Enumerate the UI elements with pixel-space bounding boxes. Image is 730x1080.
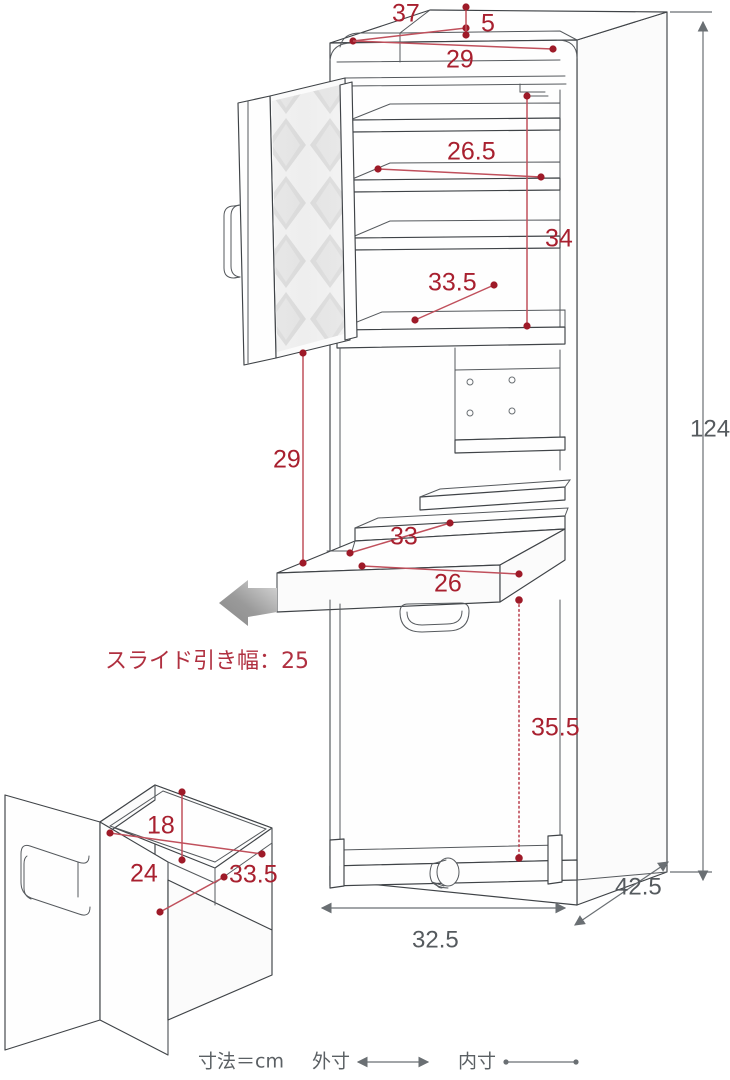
dim-33-5-upper: 33.5 bbox=[411, 269, 498, 324]
slide-direction-arrow bbox=[219, 580, 277, 626]
dim-32-5: 32.5 bbox=[320, 902, 567, 953]
dim-label-33: 33 bbox=[390, 523, 418, 551]
dim-29-door: 29 bbox=[273, 349, 307, 567]
dim-5: 5 bbox=[462, 3, 495, 39]
dim-label-34: 34 bbox=[545, 225, 573, 253]
dim-label-32-5: 32.5 bbox=[412, 926, 459, 953]
legend-unit-text: 寸法＝cm bbox=[198, 1051, 284, 1073]
dim-label-33-5-upper: 33.5 bbox=[428, 269, 477, 297]
dim-29-top: 29 bbox=[352, 40, 557, 74]
dim-37: 37 bbox=[349, 0, 470, 45]
dim-label-29-door: 29 bbox=[273, 446, 301, 474]
dim-18: 18 bbox=[147, 788, 186, 864]
dim-label-124: 124 bbox=[690, 415, 730, 442]
dim-35-5: 35.5 bbox=[515, 596, 580, 862]
drawer-detail bbox=[4, 784, 273, 1056]
dim-24: 24 bbox=[106, 829, 266, 888]
dim-label-35-5: 35.5 bbox=[531, 714, 580, 742]
dim-label-37: 37 bbox=[392, 0, 420, 28]
caster-wheel bbox=[429, 857, 460, 889]
dim-33-5-drawer: 33.5 bbox=[156, 861, 278, 916]
dim-label-26-5: 26.5 bbox=[447, 138, 496, 166]
dim-26-5: 26.5 bbox=[374, 138, 545, 181]
dim-label-29-top: 29 bbox=[446, 46, 474, 74]
dim-33: 33 bbox=[346, 519, 454, 557]
glass-door bbox=[223, 77, 358, 366]
dim-42-5: 42.5 bbox=[574, 861, 669, 926]
drawer-handle bbox=[20, 844, 91, 916]
cabinet-body bbox=[219, 9, 668, 906]
slide-width-note: スライド引き幅：25 bbox=[105, 649, 309, 674]
dim-label-42-5: 42.5 bbox=[615, 873, 662, 900]
legend-exterior-label: 外寸 bbox=[312, 1051, 350, 1073]
dim-label-5: 5 bbox=[481, 10, 495, 38]
legend-interior-label: 内寸 bbox=[458, 1051, 496, 1073]
dim-label-18: 18 bbox=[147, 812, 175, 840]
dim-label-24: 24 bbox=[130, 860, 158, 888]
dim-label-26: 26 bbox=[434, 570, 462, 598]
door-handle bbox=[223, 204, 241, 279]
dim-124: 124 bbox=[670, 11, 730, 882]
legend-interior-symbol bbox=[503, 1059, 579, 1065]
dim-26: 26 bbox=[358, 562, 523, 598]
dim-label-33-5-drawer: 33.5 bbox=[229, 861, 278, 889]
dim-34: 34 bbox=[523, 92, 573, 330]
legend: 寸法＝cm 外寸 内寸 bbox=[198, 1051, 579, 1073]
